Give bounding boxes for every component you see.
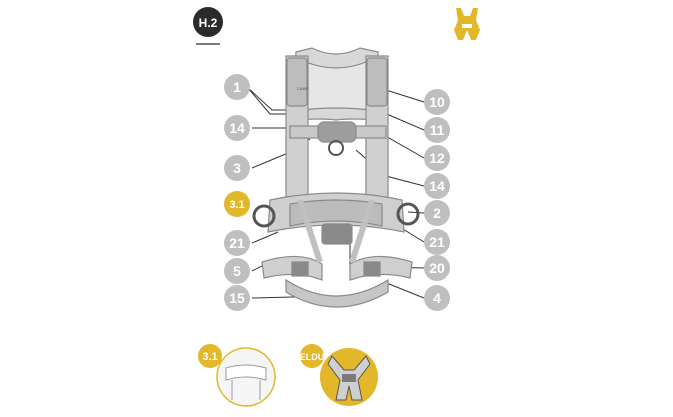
callout-2-label: 2 (433, 205, 441, 221)
callout-14-right-label: 14 (429, 178, 445, 194)
callout-5-label: 5 (233, 263, 241, 279)
callout-3-1: 3.1 (224, 191, 250, 217)
callout-12: 12 (424, 145, 450, 171)
callout-21-right-label: 21 (429, 234, 445, 250)
variant-3-1: 3.1 (198, 344, 276, 407)
callout-11-label: 11 (430, 122, 445, 138)
harness-thumbnail-icon (454, 8, 480, 40)
callout-1-label: 1 (233, 79, 241, 95)
callout-21-left-label: 21 (229, 235, 245, 251)
callout-10: 10 (424, 89, 450, 115)
callout-15: 15 (224, 285, 250, 311)
callout-3-1-label: 3.1 (229, 199, 244, 211)
callout-20-label: 20 (429, 260, 445, 276)
callout-14-left: 14 (224, 115, 250, 141)
callout-4: 4 (424, 285, 450, 311)
callout-11: 11 (424, 117, 450, 143)
callout-3: 3 (224, 155, 250, 181)
callout-21-right: 21 (424, 229, 450, 255)
callout-14-right: 14 (424, 173, 450, 199)
callout-10-label: 10 (429, 94, 445, 110)
callout-3-label: 3 (233, 160, 241, 176)
callout-2: 2 (424, 200, 450, 226)
callout-1: 1 (224, 74, 250, 100)
callout-12-label: 12 (429, 150, 445, 166)
variant-3-1-label: 3.1 (202, 351, 217, 363)
section-badge-label: H.2 (199, 16, 218, 30)
callout-5: 5 (224, 258, 250, 284)
section-badge: H.2 (193, 7, 223, 45)
harness-illustration: CAMP (252, 47, 420, 308)
callout-14-left-label: 14 (229, 120, 245, 136)
callout-20: 20 (424, 255, 450, 281)
callout-21-left: 21 (224, 230, 250, 256)
harness-brand-label: CAMP (297, 86, 309, 91)
variant-eldu-label: ELDU (300, 352, 325, 362)
callout-15-label: 15 (229, 290, 245, 306)
variant-eldu: ELDU (300, 344, 378, 406)
callout-4-label: 4 (433, 290, 441, 306)
